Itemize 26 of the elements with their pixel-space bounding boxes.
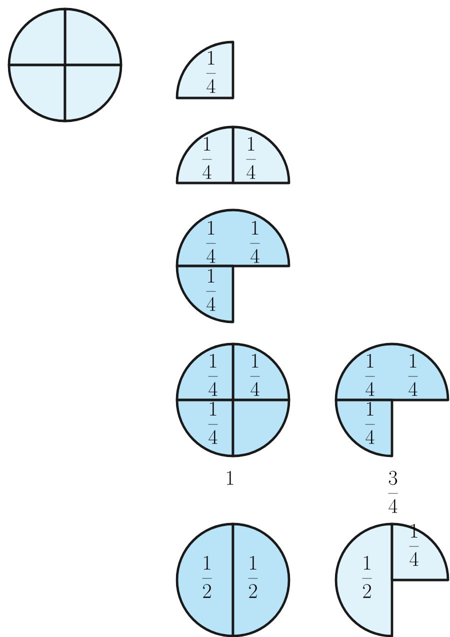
fraction-label: $\frac{1}{2}$ [202,556,212,598]
fraction-label: $\frac{1}{4}$ [246,136,256,179]
fraction-circle-drawing [8,8,122,122]
fraction-caption: $\frac{3}{4}$ [388,470,398,513]
fraction-label: $\frac{1}{4}$ [206,220,216,263]
fraction-label: $\frac{1}{2}$ [248,556,258,598]
fraction-label: $\frac{1}{4}$ [208,402,218,444]
fraction-circle-drawing [176,40,234,100]
fraction-circle-drawing [176,126,290,184]
fraction-label: $\frac{1}{4}$ [250,220,260,263]
fraction-label: $\frac{1}{4}$ [365,354,375,396]
fraction-caption: $1$ [227,470,234,485]
fraction-label: $\frac{1}{4}$ [409,524,419,566]
fraction-label: $\frac{1}{2}$ [362,556,372,598]
fraction-label: $\frac{1}{4}$ [206,268,216,311]
fraction-circle-drawing [176,342,290,458]
fraction-circle-drawing [176,208,290,324]
fraction-circle-drawing [334,342,450,458]
fraction-label: $\frac{1}{4}$ [408,354,418,396]
fraction-circle-drawing [176,522,290,637]
fraction-label: $\frac{1}{4}$ [365,402,375,444]
fraction-label: $\frac{1}{4}$ [250,354,260,396]
fraction-label: $\frac{1}{4}$ [202,136,212,179]
fraction-label: $\frac{1}{4}$ [208,354,218,396]
fraction-label: $\frac{1}{4}$ [206,50,216,93]
fraction-circle-drawing [334,522,450,637]
